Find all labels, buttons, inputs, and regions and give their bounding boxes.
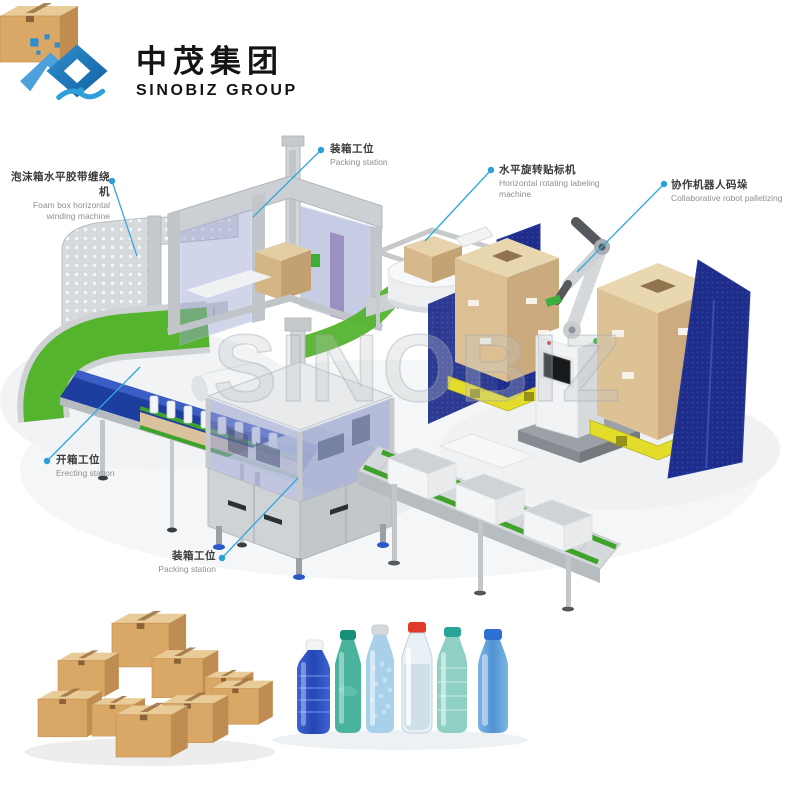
company-logo: 中茂集团 SINOBIZ GROUP <box>16 32 298 114</box>
bottle-clear-red-cap <box>401 622 433 734</box>
callout-label-cn: 水平旋转贴标机 <box>499 164 576 176</box>
callout-label-cn: 开箱工位 <box>56 454 100 466</box>
curved-green-conveyor <box>17 301 211 423</box>
company-name-en: SINOBIZ GROUP <box>136 81 298 99</box>
callout-robot-palletizing: 协作机器人码垛 Collaborative robot palletizing <box>671 177 799 204</box>
bottle-blue <box>478 629 508 733</box>
packing-machine-1 <box>167 135 384 346</box>
bottle-teal-green <box>335 630 361 733</box>
callout-foam-winding-machine: 泡沫箱水平胶带缠绕机 Foam box horizontal winding m… <box>10 169 110 222</box>
callout-label-cn: 装箱工位 <box>172 550 216 562</box>
callout-label-en: Packing station <box>330 157 388 167</box>
callout-label-en: Foam box horizontal winding machine <box>32 200 110 222</box>
carton-pile <box>0 3 275 766</box>
callout-label-en: Erecting station <box>56 468 115 478</box>
safety-curtain-right <box>667 259 751 479</box>
callout-packing-station-bottom: 装箱工位 Packing station <box>146 548 216 575</box>
callout-label-en: Horizontal rotating labeling machine <box>499 178 600 200</box>
callout-label-en: Packing station <box>158 564 216 574</box>
bottle-dark-blue <box>297 639 330 734</box>
callout-erecting-station: 开箱工位 Erecting station <box>56 452 152 479</box>
water-bottles <box>272 622 528 750</box>
conveyor-tray <box>386 447 458 500</box>
callout-leader-lines <box>43 146 668 562</box>
callout-label-cn: 装箱工位 <box>330 143 374 155</box>
callout-label-cn: 协作机器人码垛 <box>671 179 748 191</box>
logo-mark-icon <box>20 34 108 100</box>
company-name-cn: 中茂集团 <box>136 44 284 80</box>
callout-label-en: Collaborative robot palletizing <box>671 193 783 203</box>
callout-packing-station-top: 装箱工位 Packing station <box>330 141 420 168</box>
bottle-aqua <box>437 627 467 733</box>
callout-labeling-machine: 水平旋转贴标机 Horizontal rotating labeling mac… <box>499 162 607 200</box>
conveyor-tray <box>522 499 594 552</box>
conveyor-tray <box>454 473 526 526</box>
bottle-light-blue <box>366 624 394 733</box>
output-conveyor <box>357 433 621 612</box>
callout-label-cn: 泡沫箱水平胶带缠绕机 <box>11 171 110 198</box>
